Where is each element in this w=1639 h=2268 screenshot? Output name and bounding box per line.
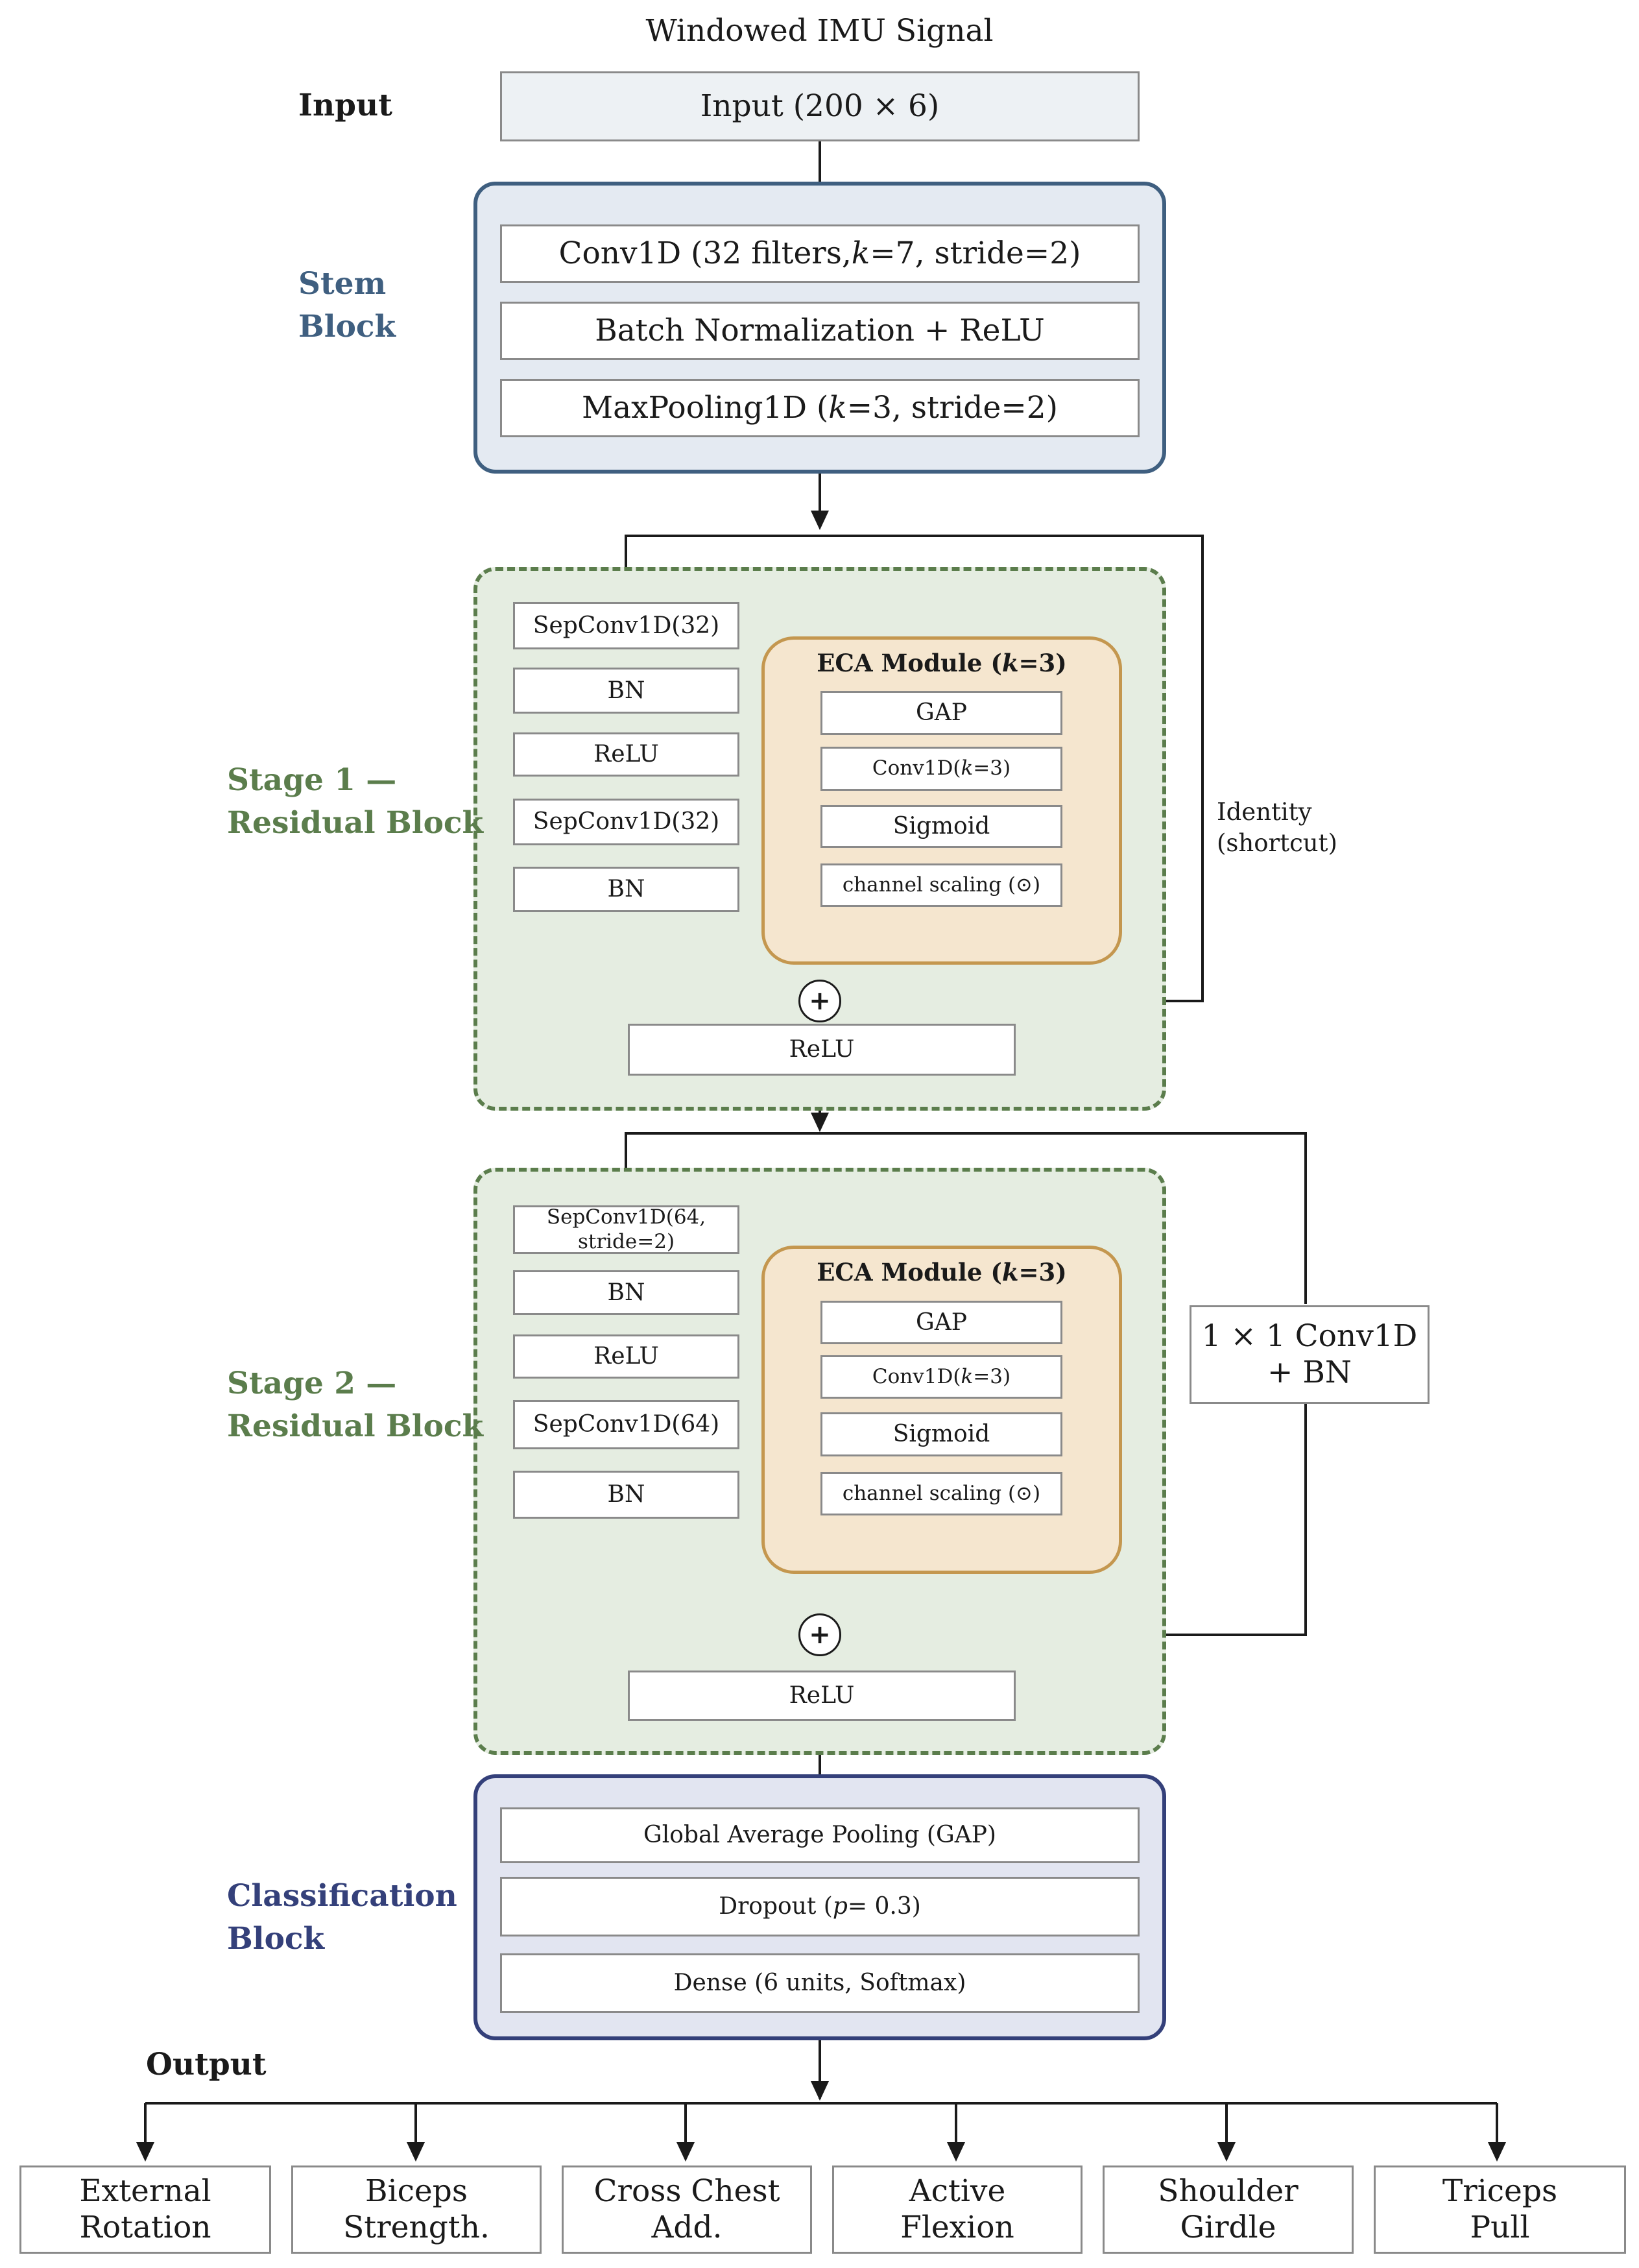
class-line2: Strength. — [343, 2210, 490, 2245]
stage1-eca-conv: Conv1D(k=3) — [820, 747, 1062, 791]
stage2-label-line2: Residual Block — [227, 1408, 484, 1444]
stage2-eca-sigmoid: Sigmoid — [820, 1412, 1062, 1456]
class-line1: Active — [909, 2173, 1006, 2209]
input-label: Input — [298, 88, 392, 123]
classification-label: Classification Block — [227, 1875, 457, 1960]
stage2-add-node: + — [798, 1613, 841, 1656]
stage1-eca-module: ECA Module (k=3) — [761, 636, 1122, 965]
shortcut-line2: (shortcut) — [1217, 829, 1337, 858]
classification-gap: Global Average Pooling (GAP) — [500, 1807, 1140, 1863]
projection-line1: 1 × 1 Conv1D — [1201, 1318, 1418, 1354]
class-line1: Cross Chest — [593, 2173, 780, 2209]
projection-line2: + BN — [1267, 1355, 1352, 1390]
stem-conv1d: Conv1D (32 filters, k=7, stride=2) — [500, 224, 1140, 283]
class-line1: Triceps — [1442, 2173, 1558, 2209]
stage2-eca-gap: GAP — [820, 1301, 1062, 1344]
output-class-active-flexion: Active Flexion — [832, 2165, 1083, 2254]
stage2-bn-a: BN — [513, 1270, 739, 1315]
stage1-label-line1: Stage 1 — — [227, 762, 397, 798]
stage2-sepconv-b: SepConv1D(64) — [513, 1400, 739, 1449]
stage1-eca-title: ECA Module (k=3) — [817, 649, 1067, 677]
stage1-label: Stage 1 — Residual Block — [227, 759, 483, 845]
classification-label-line1: Classification — [227, 1878, 457, 1914]
output-class-external-rotation: External Rotation — [19, 2165, 271, 2254]
stage1-bn-b: BN — [513, 867, 739, 912]
stage1-eca-channel-scaling: channel scaling (⊙) — [820, 863, 1062, 907]
diagram-caption: Windowed IMU Signal — [645, 13, 994, 49]
shortcut-line1: Identity — [1217, 798, 1312, 826]
shortcut-to-projection — [820, 1132, 1307, 1304]
output-label: Output — [146, 2047, 267, 2082]
stage1-shortcut-note: Identity (shortcut) — [1217, 797, 1337, 859]
stage1-sepconv-a: SepConv1D(32) — [513, 602, 739, 649]
classification-label-line2: Block — [227, 1920, 325, 1957]
stage2-eca-module: ECA Module (k=3) — [761, 1246, 1122, 1574]
stage2-label: Stage 2 — Residual Block — [227, 1362, 483, 1448]
output-class-shoulder-girdle: Shoulder Girdle — [1103, 2165, 1354, 2254]
stage1-sepconv-b: SepConv1D(32) — [513, 799, 739, 845]
stage1-bn-a: BN — [513, 668, 739, 714]
class-line2: Pull — [1470, 2210, 1530, 2245]
class-line2: Rotation — [79, 2210, 211, 2245]
stage2-bn-b: BN — [513, 1471, 739, 1519]
class-line1: Biceps — [365, 2173, 468, 2209]
stage2-eca-channel-scaling: channel scaling (⊙) — [820, 1472, 1062, 1515]
stem-maxpool: MaxPooling1D (k=3, stride=2) — [500, 379, 1140, 437]
stem-batchnorm-relu: Batch Normalization + ReLU — [500, 302, 1140, 360]
input-box: Input (200 × 6) — [500, 71, 1140, 141]
classification-dense: Dense (6 units, Softmax) — [500, 1953, 1140, 2013]
stage1-eca-sigmoid: Sigmoid — [820, 805, 1062, 848]
stage2-relu-inner: ReLU — [513, 1334, 739, 1379]
stem-block-label: Stem Block — [298, 263, 396, 348]
stage1-label-line2: Residual Block — [227, 804, 484, 841]
class-line2: Girdle — [1180, 2210, 1276, 2245]
class-line1: Shoulder — [1158, 2173, 1298, 2209]
stage2-projection-shortcut: 1 × 1 Conv1D + BN — [1190, 1305, 1430, 1404]
stem-label-line1: Stem — [298, 266, 387, 302]
stage2-relu-out: ReLU — [628, 1671, 1016, 1721]
output-class-triceps-pull: Triceps Pull — [1374, 2165, 1626, 2254]
stage2-eca-conv: Conv1D(k=3) — [820, 1355, 1062, 1399]
stage2-eca-title: ECA Module (k=3) — [817, 1258, 1067, 1286]
output-class-biceps-strength: Biceps Strength. — [291, 2165, 542, 2254]
class-line2: Flexion — [900, 2210, 1014, 2245]
stage2-label-line1: Stage 2 — — [227, 1366, 397, 1401]
stage1-relu-out: ReLU — [628, 1024, 1016, 1076]
stage2-sepconv-a: SepConv1D(64, stride=2) — [513, 1205, 739, 1254]
stem-label-line2: Block — [298, 308, 396, 344]
class-line2: Add. — [651, 2210, 723, 2245]
classification-dropout: Dropout (p = 0.3) — [500, 1877, 1140, 1936]
stage1-relu-inner: ReLU — [513, 732, 739, 777]
stage1-eca-gap: GAP — [820, 691, 1062, 735]
stage1-add-node: + — [798, 980, 841, 1022]
output-class-cross-chest-add: Cross Chest Add. — [562, 2165, 812, 2254]
class-line1: External — [79, 2173, 211, 2209]
